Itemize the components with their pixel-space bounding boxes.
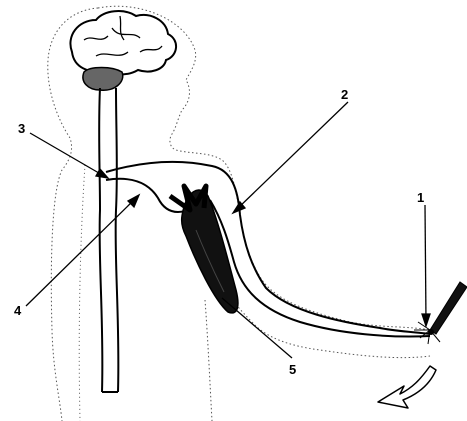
needle-stimulus xyxy=(414,282,467,344)
cerebellum xyxy=(83,68,123,91)
leader-3 xyxy=(30,133,104,176)
leader-1 xyxy=(425,205,426,322)
leader-lines xyxy=(26,102,430,358)
label-1: 1 xyxy=(417,190,424,205)
label-5: 5 xyxy=(289,362,296,377)
spinal-cord xyxy=(99,88,118,392)
muscle xyxy=(170,186,238,313)
nerve-pathway xyxy=(106,162,430,337)
leader-4 xyxy=(26,198,136,306)
label-3: 3 xyxy=(18,121,25,136)
label-4: 4 xyxy=(14,303,22,318)
leader-5 xyxy=(222,298,292,358)
label-2: 2 xyxy=(341,87,348,102)
leader-2 xyxy=(236,102,348,210)
withdrawal-arrow-icon xyxy=(378,366,436,408)
brain xyxy=(70,11,176,90)
